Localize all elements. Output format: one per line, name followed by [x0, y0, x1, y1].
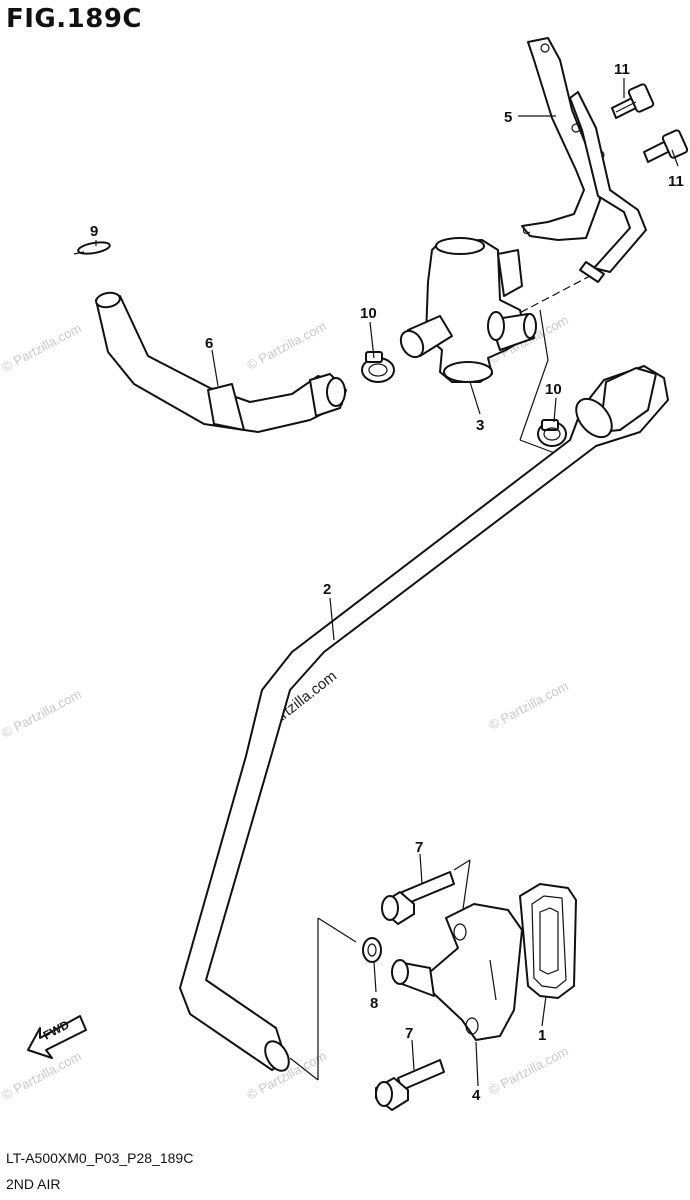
figure-title: FIG.189C — [6, 4, 143, 34]
watermark: © Partzilla.com — [0, 686, 84, 740]
figure-name: 2ND AIR — [6, 1176, 61, 1192]
callout-11-bottom: 11 — [668, 173, 684, 190]
leader-lines — [95, 78, 679, 1087]
callout-7-bottom: 7 — [405, 1025, 413, 1042]
callout-1: 1 — [538, 1027, 546, 1044]
callout-4: 4 — [472, 1087, 481, 1104]
watermark: © Partzilla.com — [486, 1043, 570, 1097]
part-2-long-hose — [179, 365, 669, 1072]
connection-lines — [289, 275, 591, 1081]
part-7-bolt-bottom — [375, 1059, 445, 1111]
callout-5: 5 — [504, 109, 512, 126]
callout-10-left: 10 — [360, 305, 377, 322]
part-3-valve — [399, 237, 537, 383]
callout-labels: 5 11 11 9 6 10 3 10 2 7 8 7 4 1 — [90, 61, 684, 1104]
part-6-hose — [95, 291, 347, 433]
part-9-clip — [73, 241, 111, 255]
watermark: © Partzilla.com — [0, 1048, 84, 1102]
part-4-cover — [391, 903, 523, 1041]
part-11-bolt-bottom — [643, 129, 689, 163]
watermark: © Partzilla.com — [486, 678, 570, 732]
callout-6: 6 — [205, 335, 213, 352]
part-11-bolt-top — [611, 83, 655, 119]
figure-code: LT-A500XM0_P03_P28_189C — [6, 1150, 194, 1166]
callout-8: 8 — [370, 995, 378, 1012]
part-10-clamp-right — [537, 419, 567, 447]
watermark: © Partzilla.com — [0, 320, 84, 374]
part-5-bracket-pipe — [521, 37, 647, 283]
part-8-oring — [362, 937, 382, 963]
callout-10-right: 10 — [545, 381, 562, 398]
callout-7-top: 7 — [415, 839, 423, 856]
callout-9: 9 — [90, 223, 98, 240]
part-1-gasket — [519, 883, 577, 999]
part-7-bolt-top — [381, 871, 455, 925]
part-10-clamp-left — [361, 351, 395, 383]
callout-11-top: 11 — [614, 61, 630, 78]
callout-3: 3 — [476, 417, 484, 434]
fwd-direction-arrow: FWD — [27, 1015, 87, 1059]
callout-2: 2 — [323, 581, 331, 598]
watermark: © Partzilla.com — [244, 318, 328, 372]
